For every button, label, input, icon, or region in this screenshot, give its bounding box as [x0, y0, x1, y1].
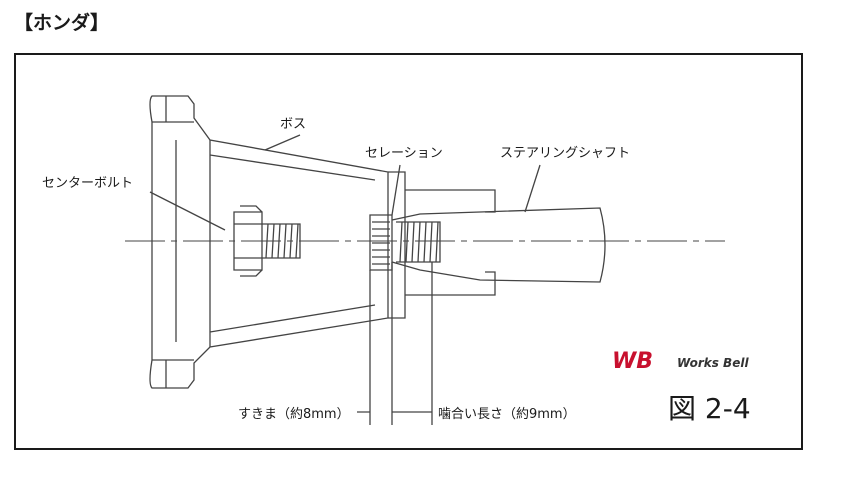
boss-flange: [149, 95, 389, 389]
dimension-lines: [357, 262, 433, 425]
logo-text: Works Bell: [677, 356, 749, 370]
logo-mark: WB: [612, 349, 653, 374]
diagram-frame: [14, 53, 803, 450]
label-steering-shaft: ステアリングシャフト: [500, 146, 630, 161]
column-housing: [388, 171, 496, 319]
boss-taper: [209, 140, 376, 347]
label-boss: ボス: [280, 117, 306, 132]
shaft-thread: [396, 221, 441, 263]
label-engagement: 噛合い長さ（約9mm）: [438, 407, 576, 422]
label-serration: セレーション: [365, 146, 443, 161]
boss-flange-detail: [152, 96, 194, 388]
center-bolt-thread: [262, 223, 301, 259]
steering-shaft: [391, 207, 606, 283]
works-bell-logo: WB Works Bell: [612, 349, 749, 374]
leader-boss: [264, 134, 301, 151]
leader-serration: [391, 164, 401, 216]
leader-center-bolt: [149, 191, 226, 231]
figure-number: 図 2-4: [668, 392, 751, 425]
leader-shaft: [524, 164, 541, 213]
serration: [369, 214, 393, 271]
label-center-bolt: センターボルト: [42, 176, 133, 191]
page-heading: 【ホンダ】: [14, 12, 110, 34]
label-clearance: すきま（約8mm）: [238, 407, 350, 422]
center-bolt: [233, 205, 263, 277]
